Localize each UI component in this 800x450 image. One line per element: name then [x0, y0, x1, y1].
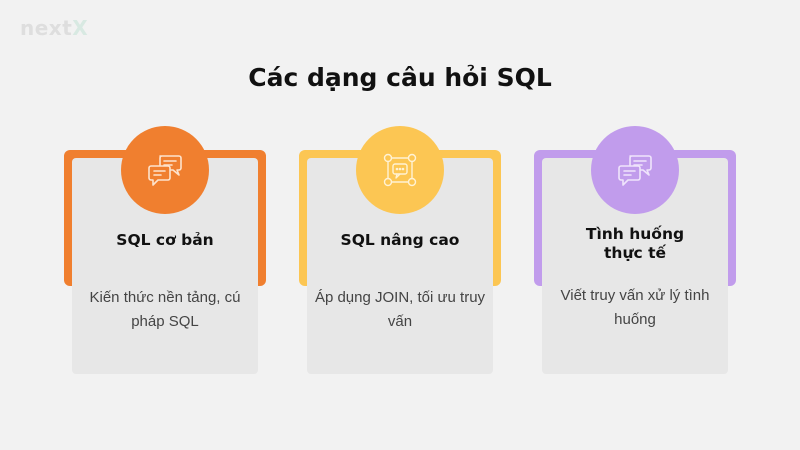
logo-text: next — [20, 16, 73, 40]
card-description: Kiến thức nền tảng, cú pháp SQL — [89, 289, 241, 330]
card-real-scenarios: Tình huống thực tế Viết truy vấn xử lý t… — [534, 126, 736, 376]
icon-circle — [121, 126, 209, 214]
card-title: SQL cơ bản — [116, 231, 214, 249]
card-title: Tình huống thực tế — [585, 225, 685, 262]
card-sql-basic: SQL cơ bản Kiến thức nền tảng, cú pháp S… — [64, 126, 266, 376]
page-title: Các dạng câu hỏi SQL — [248, 63, 552, 92]
card-sql-advanced: SQL nâng cao Áp dụng JOIN, tối ưu truy v… — [299, 126, 501, 376]
chat-bubbles-icon — [148, 155, 182, 186]
chat-bubbles-icon — [618, 155, 652, 186]
logo: nextX — [20, 16, 88, 40]
card-description: Viết truy vấn xử lý tình huống — [560, 287, 710, 328]
card-title: SQL nâng cao — [340, 231, 460, 249]
logo-accent: X — [72, 16, 89, 40]
card-description: Áp dụng JOIN, tối ưu truy vấn — [314, 289, 486, 330]
icon-circle — [356, 126, 444, 214]
network-chat-icon — [383, 153, 417, 187]
icon-circle — [591, 126, 679, 214]
